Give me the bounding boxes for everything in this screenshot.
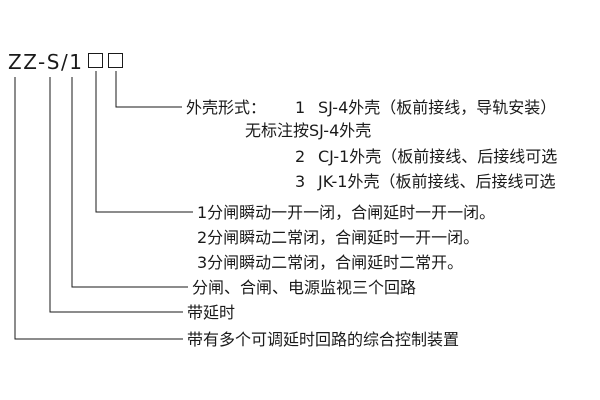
shell-form-label: 外壳形式： bbox=[186, 98, 267, 117]
shell-default-note-text: 无标注按SJ-4外壳 bbox=[245, 121, 372, 140]
shell-option-row-1: 外壳形式： 1 SJ-4外壳（板前接线，导轨安装） bbox=[186, 98, 556, 117]
shell-default-note: 无标注按SJ-4外壳 bbox=[245, 121, 371, 140]
shell-option-row-2: 2 CJ-1外壳（板前接线、后接线可选 bbox=[295, 147, 557, 166]
contact-option-row-1: 1分闸瞬动一开一闭，合闸延时一开一闭。 bbox=[197, 203, 495, 222]
shell-option-row-3: 3 JK-1外壳（板前接线、后接线可选 bbox=[295, 172, 556, 191]
circuits-row: 分闸、合闸、电源监视三个回路 bbox=[192, 278, 416, 297]
contact-option-1-text: 1分闸瞬动一开一闭，合闸延时一开一闭。 bbox=[197, 203, 496, 222]
option-box-2 bbox=[108, 53, 123, 68]
connector-delay bbox=[49, 77, 183, 313]
shell-option-1-number: 1 bbox=[295, 98, 306, 117]
shell-option-1-text: SJ-4外壳（板前接线，导轨安装） bbox=[318, 98, 557, 117]
connector-shell-form bbox=[115, 71, 182, 108]
model-code: ZZ-S/1 bbox=[8, 50, 83, 74]
model-code-text: ZZ-S/1 bbox=[8, 50, 84, 74]
delay-row: 带延时 bbox=[187, 303, 235, 322]
connector-circuits bbox=[71, 77, 188, 288]
shell-option-3-text: JK-1外壳（板前接线、后接线可选 bbox=[318, 172, 556, 191]
connector-device bbox=[14, 77, 183, 340]
device-description-row: 带有多个可调延时回路的综合控制装置 bbox=[187, 330, 459, 349]
connector-contact-form bbox=[95, 71, 193, 213]
contact-option-2-text: 2分闸瞬动二常闭，合闸延时一开一闭。 bbox=[197, 228, 480, 247]
option-box-1 bbox=[88, 53, 103, 68]
contact-option-3-text: 3分闸瞬动二常闭，合闸延时二常开。 bbox=[197, 253, 464, 272]
device-description-text: 带有多个可调延时回路的综合控制装置 bbox=[187, 330, 460, 349]
contact-option-row-3: 3分闸瞬动二常闭，合闸延时二常开。 bbox=[197, 253, 463, 272]
shell-option-2-text: CJ-1外壳（板前接线、后接线可选 bbox=[318, 147, 558, 166]
delay-text: 带延时 bbox=[187, 303, 236, 322]
shell-option-2-number: 2 bbox=[295, 147, 306, 166]
shell-option-3-number: 3 bbox=[295, 172, 306, 191]
circuits-text: 分闸、合闸、电源监视三个回路 bbox=[192, 278, 417, 297]
contact-option-row-2: 2分闸瞬动二常闭，合闸延时一开一闭。 bbox=[197, 228, 479, 247]
